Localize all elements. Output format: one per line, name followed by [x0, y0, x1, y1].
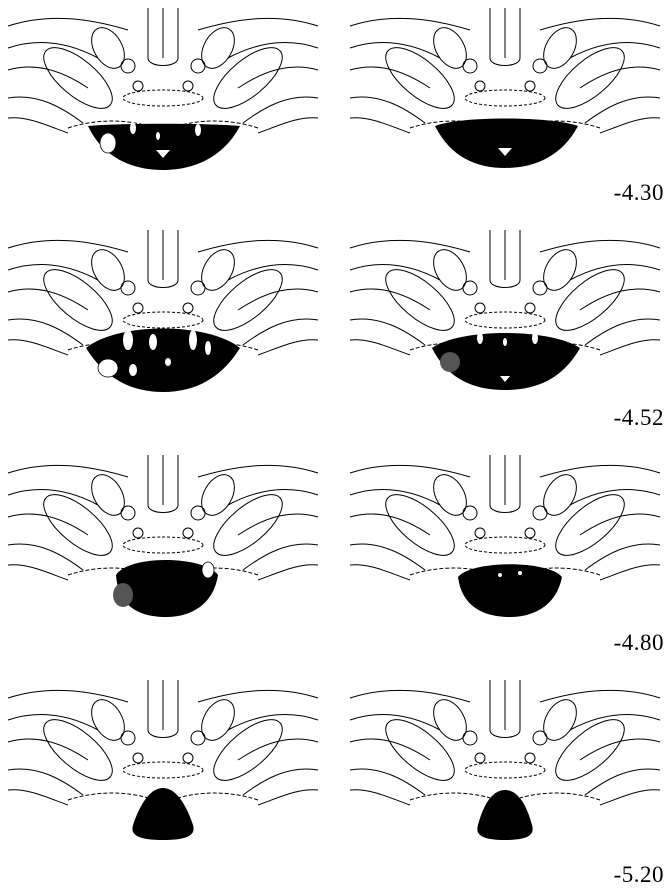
- brain-section-drawing: [350, 455, 660, 615]
- lesion-area: [458, 564, 562, 617]
- stereotaxic-level-label: -4.80: [614, 630, 664, 656]
- brain-section-drawing: [8, 8, 318, 168]
- stereotaxic-level-label: -4.52: [614, 405, 664, 431]
- lesion-area: [477, 790, 532, 840]
- section-panel-row3-left: [8, 455, 318, 615]
- section-panel-row2-right: [350, 230, 660, 390]
- brain-section-drawing: [350, 8, 660, 168]
- brain-section-drawing: [8, 230, 318, 390]
- brain-section-drawing: [8, 680, 318, 840]
- section-panel-row4-left: [8, 680, 318, 840]
- section-panel-row1-left: [8, 8, 318, 168]
- section-panel-row2-left: [8, 230, 318, 390]
- section-panel-row1-right: [350, 8, 660, 168]
- section-panel-row4-right: [350, 680, 660, 840]
- stereotaxic-level-label: -4.30: [614, 180, 664, 206]
- brain-section-drawing: [8, 455, 318, 615]
- stereotaxic-level-label: -5.20: [614, 862, 664, 888]
- brain-section-drawing: [350, 680, 660, 840]
- lesion-area: [435, 119, 578, 169]
- section-panel-row3-right: [350, 455, 660, 615]
- brain-section-drawing: [350, 230, 660, 390]
